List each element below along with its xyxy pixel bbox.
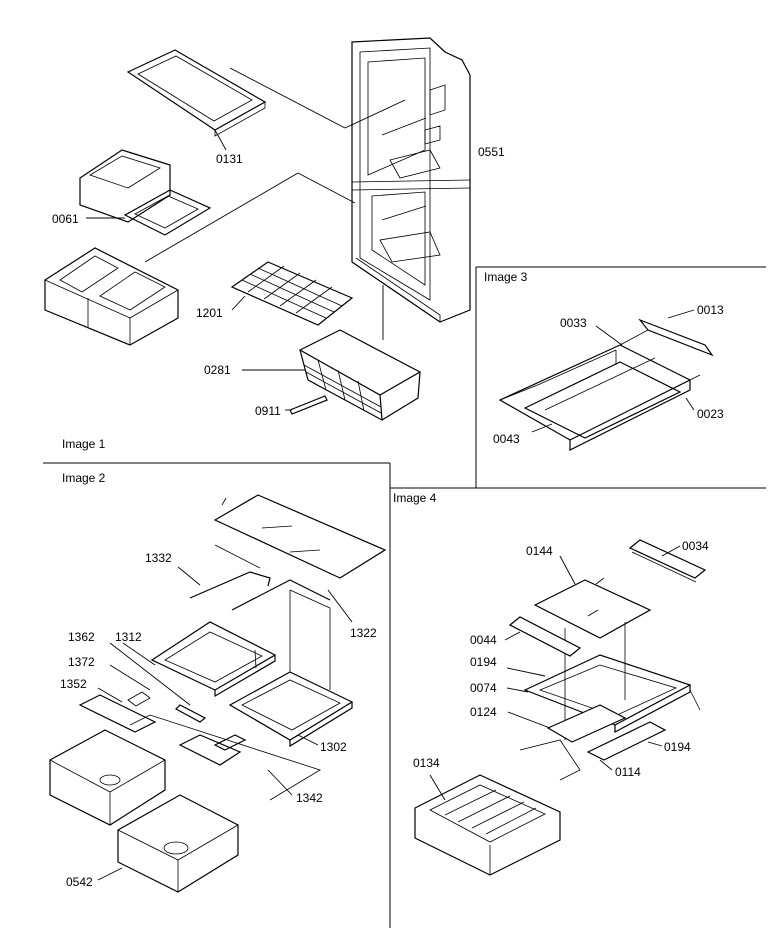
rail-0114 bbox=[586, 721, 667, 771]
part-label-1302: 1302 bbox=[320, 740, 347, 754]
cover-1342 bbox=[129, 714, 321, 801]
panel-label-image1: Image 1 bbox=[62, 437, 106, 451]
bracket-1362-1372 bbox=[109, 642, 207, 723]
wire-shelf-1201 bbox=[230, 261, 354, 326]
cover-1352 bbox=[78, 687, 157, 733]
part-label-1352: 1352 bbox=[60, 677, 87, 691]
part-label-0044: 0044 bbox=[470, 633, 497, 647]
part-label-0131: 0131 bbox=[216, 152, 243, 166]
part-label-0033: 0033 bbox=[560, 316, 587, 330]
part-label-0023: 0023 bbox=[697, 407, 724, 421]
part-label-1312: 1312 bbox=[115, 630, 142, 644]
part-label-0124: 0124 bbox=[470, 705, 497, 719]
part-label-1372: 1372 bbox=[68, 655, 95, 669]
panel-label-image3: Image 3 bbox=[484, 270, 528, 284]
part-label-0061: 0061 bbox=[52, 212, 79, 226]
trim-0034 bbox=[628, 539, 707, 583]
part-label-0074: 0074 bbox=[470, 681, 497, 695]
part-label-1322: 1322 bbox=[350, 626, 377, 640]
part-label-0134: 0134 bbox=[413, 756, 440, 770]
part-label-0194-upper: 0194 bbox=[470, 655, 497, 669]
part-label-0194-lower: 0194 bbox=[664, 740, 691, 754]
part-label-0114: 0114 bbox=[615, 765, 641, 779]
wire-basket-0281 bbox=[242, 285, 422, 422]
rail-1332 bbox=[177, 544, 331, 611]
deli-tray-assembly bbox=[498, 309, 714, 451]
refrigerator-cabinet bbox=[351, 37, 471, 323]
drawer-0061 bbox=[79, 149, 212, 236]
part-label-1332: 1332 bbox=[145, 551, 172, 565]
crisper-0542 bbox=[97, 794, 239, 893]
part-label-1342: 1342 bbox=[296, 791, 323, 805]
part-label-0013: 0013 bbox=[697, 303, 724, 317]
rail-0124 bbox=[507, 704, 627, 743]
panel-dividers bbox=[43, 266, 766, 928]
part-label-1201: 1201 bbox=[196, 306, 223, 320]
part-label-0043: 0043 bbox=[493, 432, 520, 446]
part-label-0034: 0034 bbox=[682, 539, 709, 553]
part-label-0281: 0281 bbox=[204, 363, 231, 377]
shelf-frame-1312 bbox=[122, 621, 277, 698]
part-label-0542: 0542 bbox=[66, 875, 93, 889]
part-label-0144: 0144 bbox=[526, 544, 553, 558]
panel-label-image2: Image 2 bbox=[62, 471, 106, 485]
part-label-0551: 0551 bbox=[478, 145, 505, 159]
glass-shelf-1322 bbox=[213, 494, 387, 623]
crisper-0542-upper bbox=[49, 729, 166, 826]
part-label-1362: 1362 bbox=[68, 630, 95, 644]
part-label-0911: 0911 bbox=[255, 404, 281, 418]
trim-0044 bbox=[504, 616, 582, 657]
crisper-pan-pair bbox=[44, 172, 356, 346]
shelf-frame-1302 bbox=[228, 671, 354, 748]
shelf-0131 bbox=[126, 49, 406, 151]
divider-panel bbox=[289, 589, 331, 690]
panel-label-image4: Image 4 bbox=[393, 491, 437, 505]
clip-0911 bbox=[285, 395, 328, 415]
crisper-0134 bbox=[414, 739, 581, 876]
